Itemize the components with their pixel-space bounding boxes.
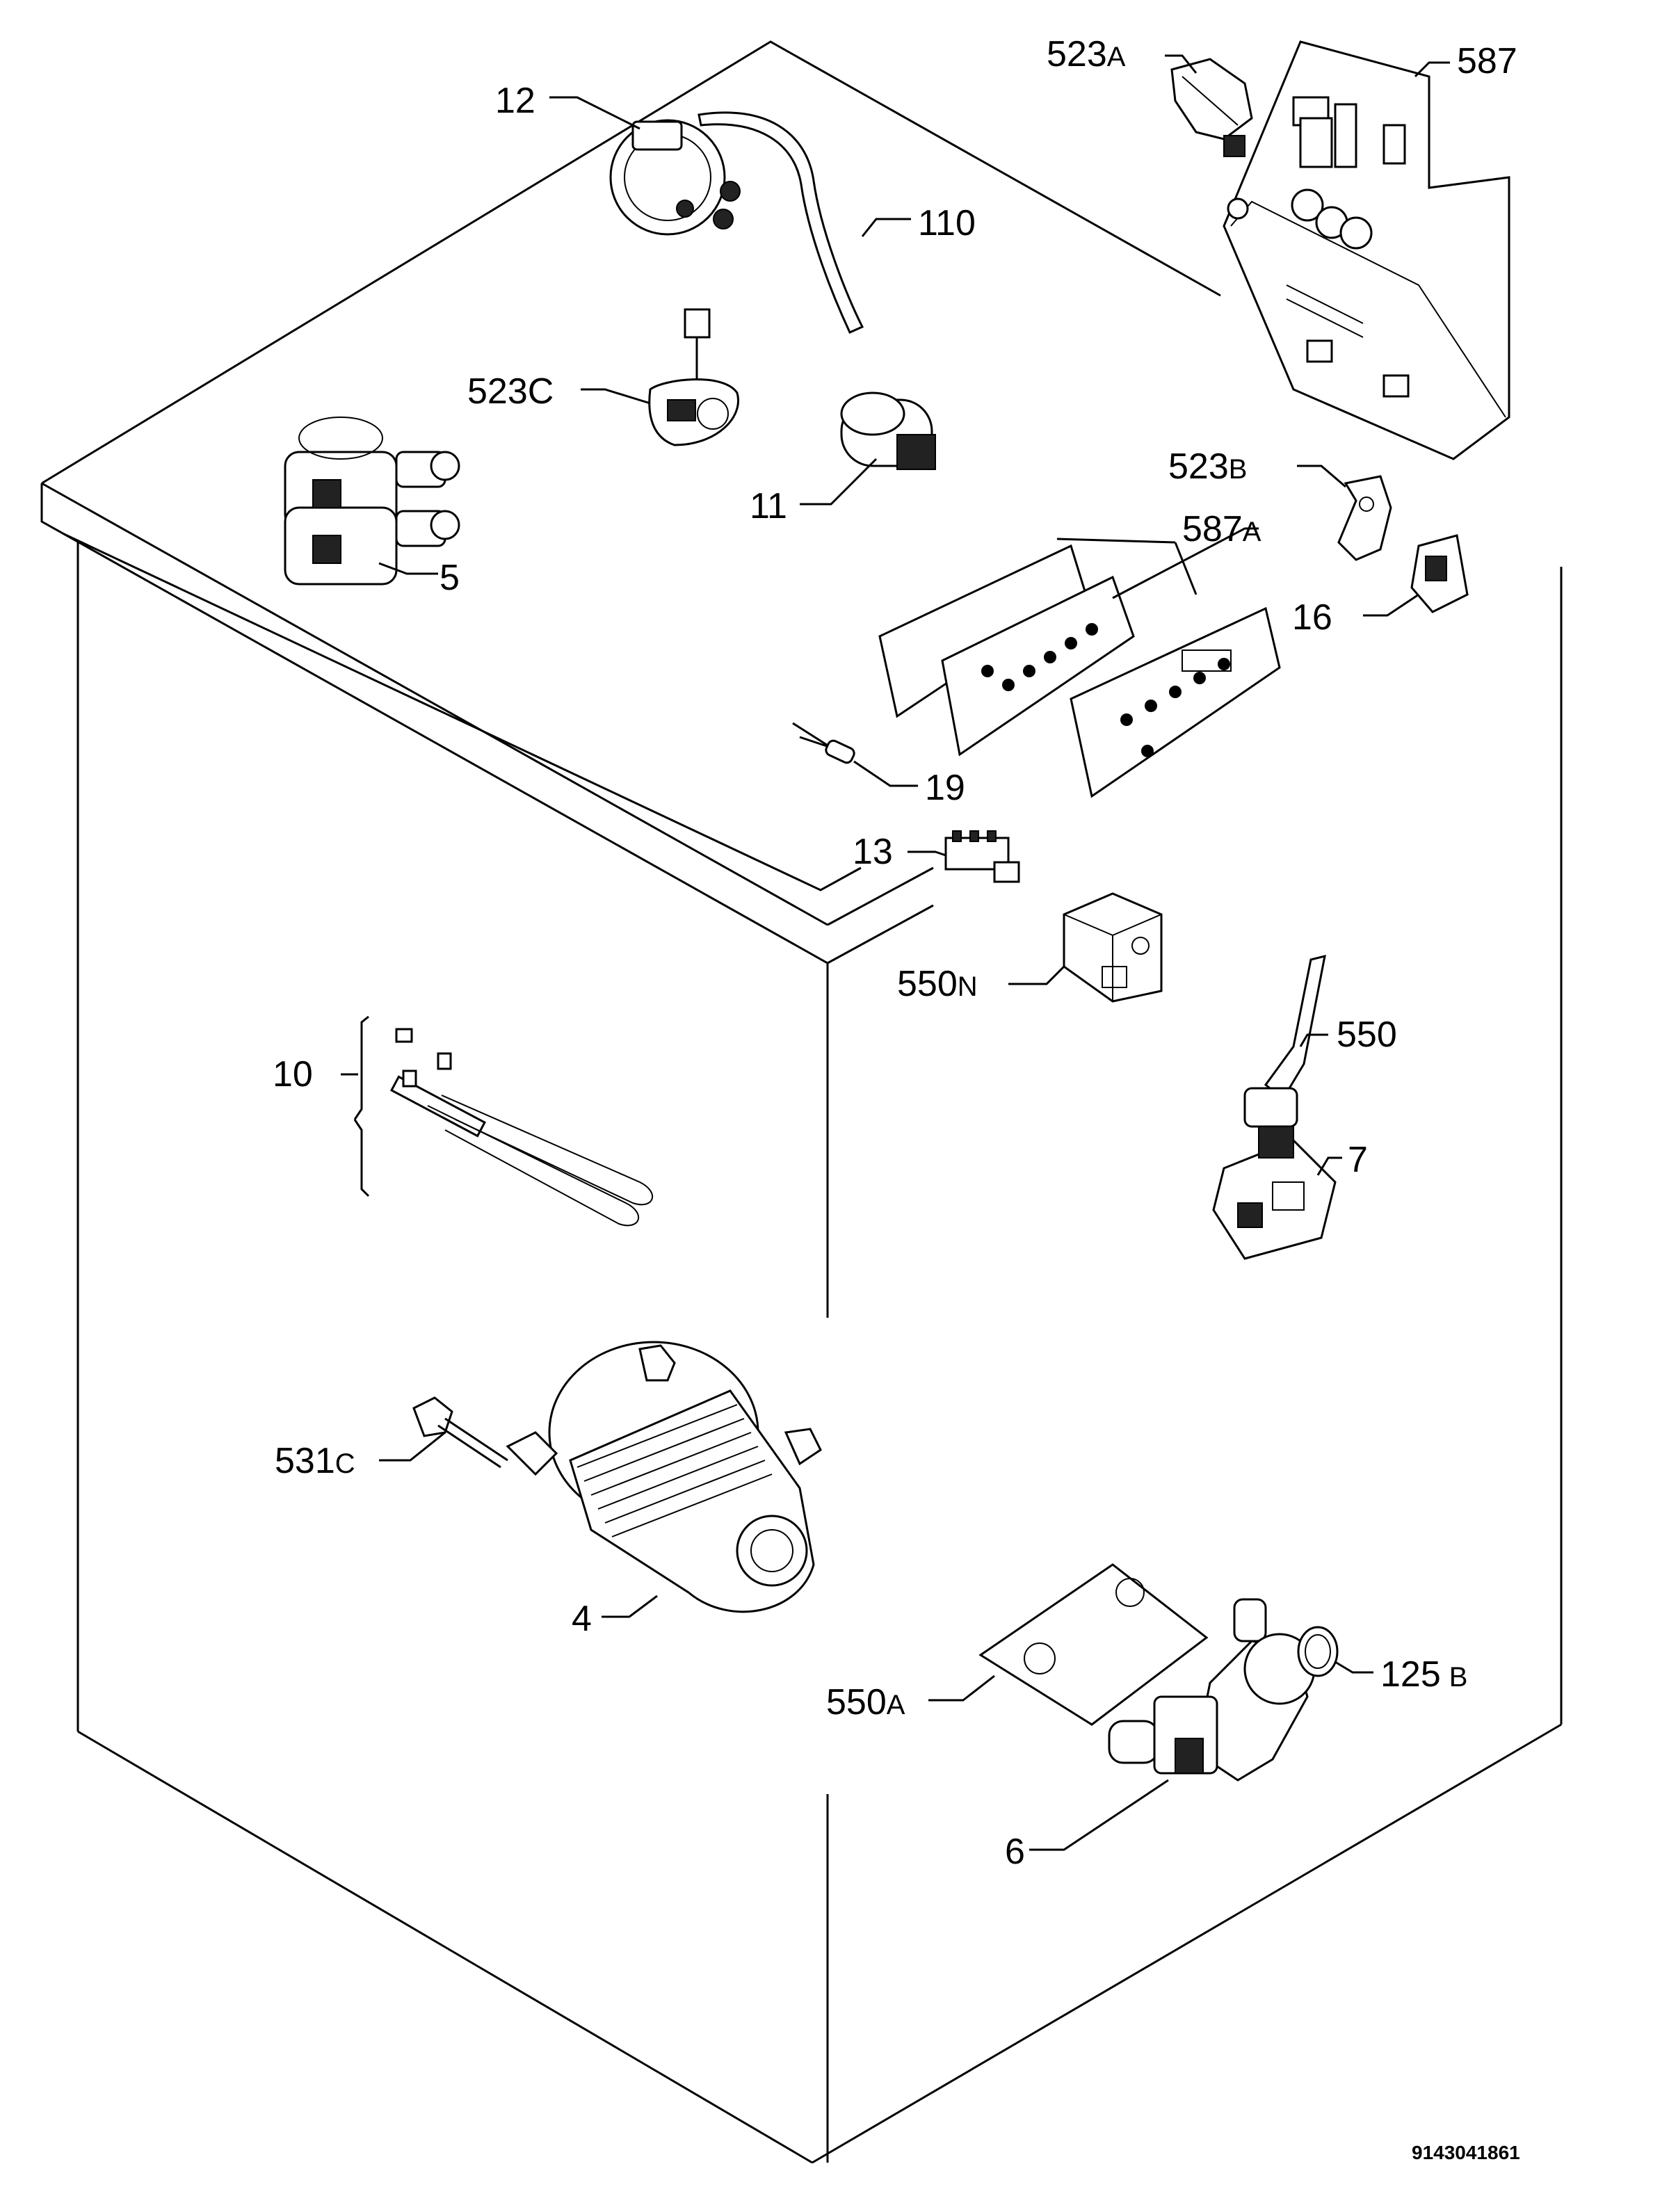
label-10: 10 bbox=[273, 1054, 313, 1095]
pressure-switch-icon bbox=[609, 119, 741, 236]
label-6: 6 bbox=[1005, 1832, 1025, 1872]
bracket-523b-icon bbox=[1337, 475, 1392, 561]
label-11: 11 bbox=[750, 486, 787, 526]
motor-icon bbox=[506, 1341, 822, 1613]
label-587a: 587A bbox=[1182, 509, 1261, 549]
label-16: 16 bbox=[1292, 597, 1332, 638]
drain-pump-icon bbox=[1108, 1598, 1316, 1782]
cover-550n-icon bbox=[1063, 892, 1163, 1003]
inlet-valve-icon bbox=[284, 417, 460, 586]
control-module-icon bbox=[1223, 40, 1510, 460]
switch-16-icon bbox=[1410, 534, 1469, 613]
label-550a: 550A bbox=[826, 1682, 905, 1722]
label-550: 550 bbox=[1337, 1015, 1397, 1055]
label-523c: 523C bbox=[467, 371, 554, 412]
label-12: 12 bbox=[495, 81, 535, 121]
label-13: 13 bbox=[853, 832, 893, 872]
connector-13-icon bbox=[944, 830, 1020, 883]
connector-523c-icon bbox=[648, 308, 739, 446]
cabinet-outline bbox=[40, 40, 1563, 2164]
drawing-number: 9143041861 bbox=[1412, 2142, 1520, 2163]
label-110: 110 bbox=[918, 203, 976, 243]
label-7: 7 bbox=[1348, 1140, 1368, 1180]
screw-icon bbox=[412, 1396, 508, 1469]
door-interlock-icon bbox=[1212, 954, 1337, 1260]
label-531c: 531C bbox=[275, 1441, 355, 1481]
leader-lines bbox=[341, 54, 1450, 1851]
label-5: 5 bbox=[440, 558, 460, 598]
label-587: 587 bbox=[1457, 41, 1517, 81]
label-4: 4 bbox=[572, 1599, 592, 1639]
suppressor-icon bbox=[840, 391, 936, 470]
callout-labels: 12 110 523A 587 523C 5 11 523B 587A 16 1… bbox=[273, 34, 1517, 1872]
label-523a: 523A bbox=[1047, 34, 1126, 74]
temperature-sensor-icon bbox=[792, 722, 855, 764]
seal-ring-icon bbox=[1297, 1626, 1339, 1677]
heating-element-icon bbox=[353, 1015, 654, 1227]
label-19: 19 bbox=[925, 768, 965, 808]
control-boards-icon bbox=[878, 544, 1281, 798]
cover-550a-icon bbox=[978, 1563, 1209, 1726]
pressure-hose-icon bbox=[698, 111, 864, 334]
label-550n: 550N bbox=[897, 964, 978, 1004]
connector-523a-icon bbox=[1170, 58, 1253, 157]
label-523b: 523B bbox=[1168, 446, 1247, 487]
